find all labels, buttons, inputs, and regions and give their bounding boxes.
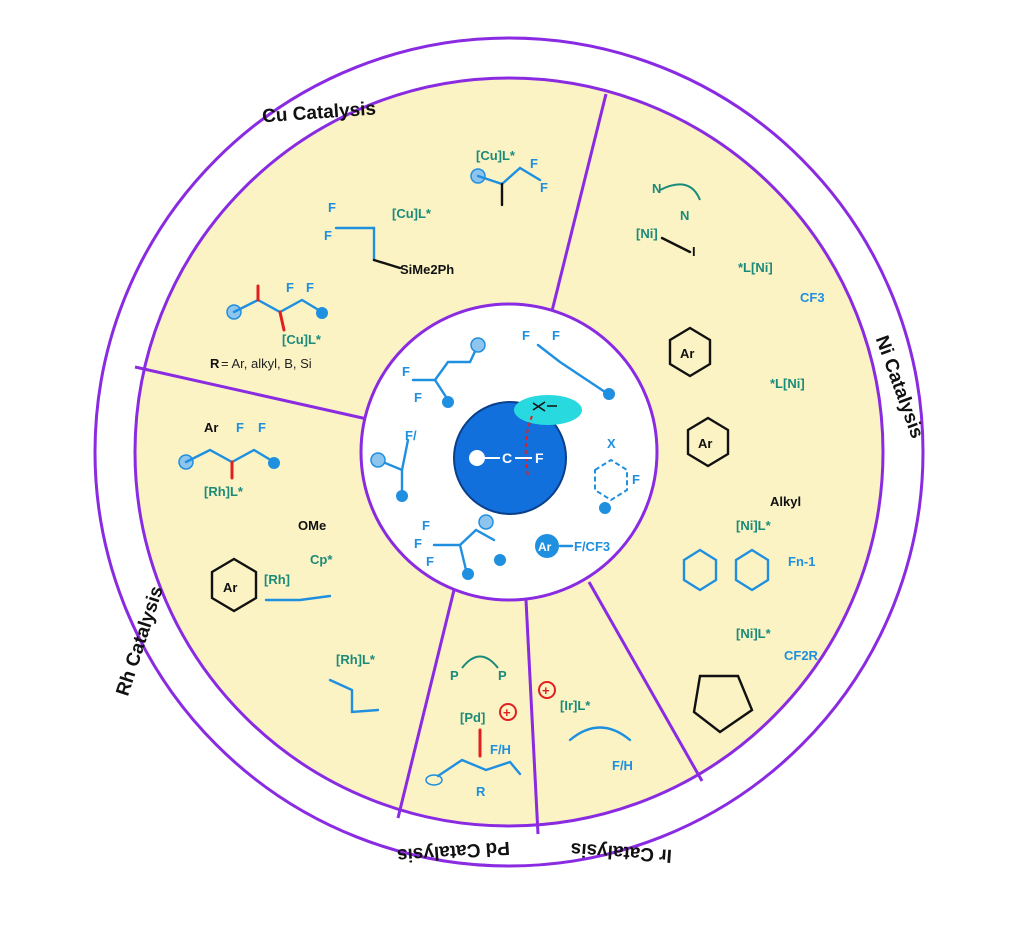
- svg-text:[Pd]: [Pd]: [460, 710, 485, 725]
- hub-carbon: C: [502, 450, 512, 466]
- svg-text:[Ni]L*: [Ni]L*: [736, 518, 772, 533]
- sector-dividers: [134, 93, 704, 835]
- svg-text:F/CF3: F/CF3: [574, 539, 610, 554]
- svg-text:[Cu]L*: [Cu]L*: [282, 332, 322, 347]
- svg-text:F: F: [632, 472, 640, 487]
- svg-text:CF3: CF3: [800, 290, 825, 305]
- svg-text:[Ni]L*: [Ni]L*: [736, 626, 772, 641]
- svg-text:F: F: [236, 420, 244, 435]
- svg-text:N: N: [652, 181, 661, 196]
- svg-text:[Rh]: [Rh]: [264, 572, 290, 587]
- hub: C F: [453, 395, 582, 515]
- svg-text:Ar: Ar: [680, 346, 694, 361]
- cleave-ellipse: [514, 395, 582, 425]
- svg-text:[Ir]L*: [Ir]L*: [560, 698, 591, 713]
- cu-r-note: = Ar, alkyl, B, Si: [221, 356, 312, 371]
- svg-text:I: I: [692, 244, 696, 259]
- svg-text:Ar: Ar: [698, 436, 712, 451]
- svg-text:F: F: [414, 536, 422, 551]
- scissors-icon: [532, 401, 557, 412]
- svg-text:F: F: [414, 390, 422, 405]
- svg-text:F/H: F/H: [490, 742, 511, 757]
- svg-text:[Rh]L*: [Rh]L*: [336, 652, 376, 667]
- svg-text:Ar: Ar: [538, 540, 552, 554]
- svg-text:R: R: [476, 784, 486, 799]
- svg-text:CF2R: CF2R: [784, 648, 819, 663]
- svg-text:Ar: Ar: [204, 420, 218, 435]
- center-substrates: F F F F F/ X F F F F Ar F/CF3: [370, 328, 640, 580]
- svg-text:*L[Ni]: *L[Ni]: [738, 260, 773, 275]
- svg-text:F: F: [286, 280, 294, 295]
- cu-structures: [Cu]L* F F [Cu]L* SiMe2Ph F F [Cu]L* F F…: [210, 148, 548, 371]
- hub-disc: [453, 401, 567, 515]
- svg-text:[Cu]L*: [Cu]L*: [392, 206, 432, 221]
- svg-text:[Ni]: [Ni]: [636, 226, 658, 241]
- ni-structures: [Ni] N N I *L[Ni] CF3 Ar *L[Ni] Ar Alkyl…: [636, 181, 825, 734]
- hub-substituent-dot: [469, 450, 485, 466]
- pd-structures: P P [Pd] + F/H R: [425, 655, 522, 799]
- hub-fluorine: F: [535, 450, 544, 466]
- svg-text:F: F: [402, 364, 410, 379]
- svg-text:F: F: [306, 280, 314, 295]
- svg-text:Alkyl: Alkyl: [770, 494, 801, 509]
- svg-text:F: F: [422, 518, 430, 533]
- svg-text:+: +: [542, 683, 550, 698]
- svg-text:F: F: [552, 328, 560, 343]
- svg-text:+: +: [503, 705, 511, 720]
- svg-text:Ar: Ar: [223, 580, 237, 595]
- svg-text:F: F: [258, 420, 266, 435]
- svg-text:F: F: [328, 200, 336, 215]
- ir-structures: + [Ir]L* F/H: [538, 681, 633, 773]
- svg-text:F: F: [324, 228, 332, 243]
- rh-structures: Ar [Rh]L* F F OMe Ar [Rh] Cp* [Rh]L*: [178, 420, 380, 714]
- svg-text:N: N: [680, 208, 689, 223]
- svg-text:R: R: [210, 356, 220, 371]
- svg-text:P: P: [450, 668, 459, 683]
- svg-text:[Rh]L*: [Rh]L*: [204, 484, 244, 499]
- svg-text:P: P: [498, 668, 507, 683]
- svg-text:F: F: [530, 156, 538, 171]
- svg-text:F: F: [426, 554, 434, 569]
- svg-text:[Cu]L*: [Cu]L*: [476, 148, 516, 163]
- svg-text:Cp*: Cp*: [310, 552, 333, 567]
- svg-text:*L[Ni]: *L[Ni]: [770, 376, 805, 391]
- svg-text:F/: F/: [405, 428, 417, 443]
- svg-text:Fn-1: Fn-1: [788, 554, 815, 569]
- svg-text:F/H: F/H: [612, 758, 633, 773]
- svg-text:F: F: [540, 180, 548, 195]
- ir-catalysis-title: Ir Catalysis: [570, 838, 673, 866]
- svg-text:X: X: [607, 436, 616, 451]
- svg-text:SiMe2Ph: SiMe2Ph: [400, 262, 454, 277]
- svg-text:OMe: OMe: [298, 518, 326, 533]
- svg-text:F: F: [522, 328, 530, 343]
